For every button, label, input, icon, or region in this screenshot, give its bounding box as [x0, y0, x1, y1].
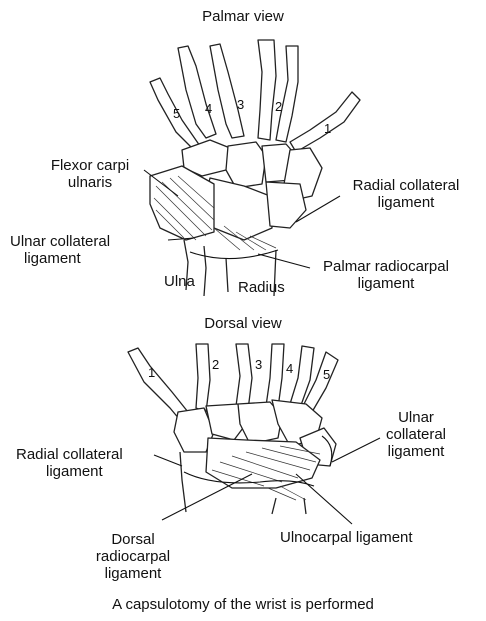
dorsal-metacarpal-1: [128, 348, 188, 420]
palmar-radius-label: Radius: [238, 279, 285, 296]
palmar-digit-label: 5: [173, 107, 180, 120]
dorsal-digit-label: 4: [286, 362, 293, 375]
dorsal-metacarpal-3: [236, 344, 252, 410]
palmar-digit-label: 3: [237, 98, 244, 111]
dorsal-rcl-leader: [154, 455, 182, 466]
dorsal-ulnocarpal-label: Ulnocarpal ligament: [280, 529, 413, 546]
palmar-digit-label: 1: [324, 122, 331, 135]
dorsal-metacarpal-2: [196, 344, 210, 412]
dorsal-radius: [180, 452, 186, 512]
dorsal-metacarpal-4: [266, 344, 284, 408]
palmar-ulna-label: Ulna: [164, 273, 195, 290]
palmar-digit-label: 4: [205, 102, 212, 115]
dorsal-drc-leader: [162, 474, 252, 520]
dorsal-digit-label: 5: [323, 368, 330, 381]
dorsal-ulna: [272, 498, 306, 514]
dorsal-digit-label: 3: [255, 358, 262, 371]
figure-caption: A capsulotomy of the wrist is performed: [40, 596, 446, 613]
dorsal-digit-label: 1: [148, 366, 155, 379]
palmar-view-title: Palmar view: [160, 8, 326, 25]
palmar-digit-label: 2: [275, 100, 282, 113]
dorsal-view-title: Dorsal view: [160, 315, 326, 332]
dorsal-digit-label: 2: [212, 358, 219, 371]
